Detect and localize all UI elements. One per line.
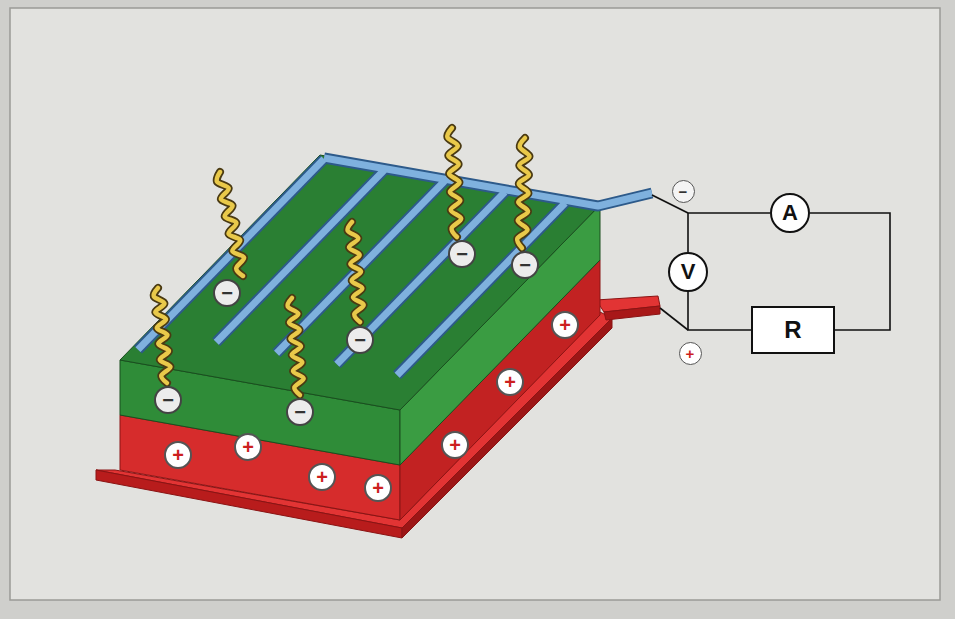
terminal-sign: −: [672, 180, 695, 203]
hole-charge: +: [551, 311, 579, 339]
symbol-text: R: [784, 318, 801, 342]
electron-charge: −: [511, 251, 539, 279]
positive-tab-front: [604, 306, 660, 320]
positive-lead-wire: [660, 308, 688, 330]
symbol-text: +: [242, 437, 254, 457]
figure-panel: [10, 8, 940, 600]
light-ray: [154, 288, 171, 383]
symbol-text: +: [449, 435, 461, 455]
contact-finger: [397, 203, 565, 375]
symbol-text: −: [679, 184, 688, 199]
symbol-text: +: [172, 445, 184, 465]
contact-finger-edge: [397, 203, 565, 375]
symbol-text: −: [519, 255, 531, 275]
light-ray-outline: [154, 288, 171, 383]
hole-charge: +: [234, 433, 262, 461]
symbol-text: +: [504, 372, 516, 392]
symbol-text: V: [681, 261, 696, 283]
light-ray-outline: [517, 138, 529, 248]
symbol-text: +: [686, 346, 695, 361]
front-contact-grid: [138, 158, 652, 375]
light-ray: [517, 138, 529, 248]
light-ray: [348, 222, 364, 322]
light-ray-outline: [348, 222, 364, 322]
resistor-symbol: R: [751, 306, 835, 354]
ammeter-symbol: A: [770, 193, 810, 233]
symbol-text: −: [456, 244, 468, 264]
light-ray: [447, 128, 461, 237]
symbol-text: −: [354, 330, 366, 350]
electron-charge: −: [154, 386, 182, 414]
light-ray-outline: [447, 128, 461, 237]
symbol-text: +: [316, 467, 328, 487]
light-rays: [154, 128, 530, 395]
symbol-text: +: [372, 478, 384, 498]
light-ray-outline: [288, 298, 304, 395]
electron-charge: −: [213, 279, 241, 307]
symbol-text: −: [221, 283, 233, 303]
symbol-text: +: [559, 315, 571, 335]
contact-finger-edge: [337, 192, 505, 364]
hole-charge: +: [164, 441, 192, 469]
hole-charge: +: [308, 463, 336, 491]
electron-charge: −: [286, 398, 314, 426]
hole-charge: +: [364, 474, 392, 502]
light-ray-outline: [217, 172, 244, 276]
hole-charge: +: [441, 431, 469, 459]
terminal-sign: +: [679, 342, 702, 365]
light-ray: [288, 298, 304, 395]
symbol-text: −: [294, 402, 306, 422]
contact-finger: [337, 192, 505, 364]
light-ray: [217, 172, 244, 276]
hole-charge: +: [496, 368, 524, 396]
electron-charge: −: [448, 240, 476, 268]
circuit-wire: [688, 213, 770, 252]
symbol-text: −: [162, 390, 174, 410]
voltmeter-symbol: V: [668, 252, 708, 292]
symbol-text: A: [782, 202, 798, 224]
circuit-wire: [688, 292, 751, 330]
electron-charge: −: [346, 326, 374, 354]
